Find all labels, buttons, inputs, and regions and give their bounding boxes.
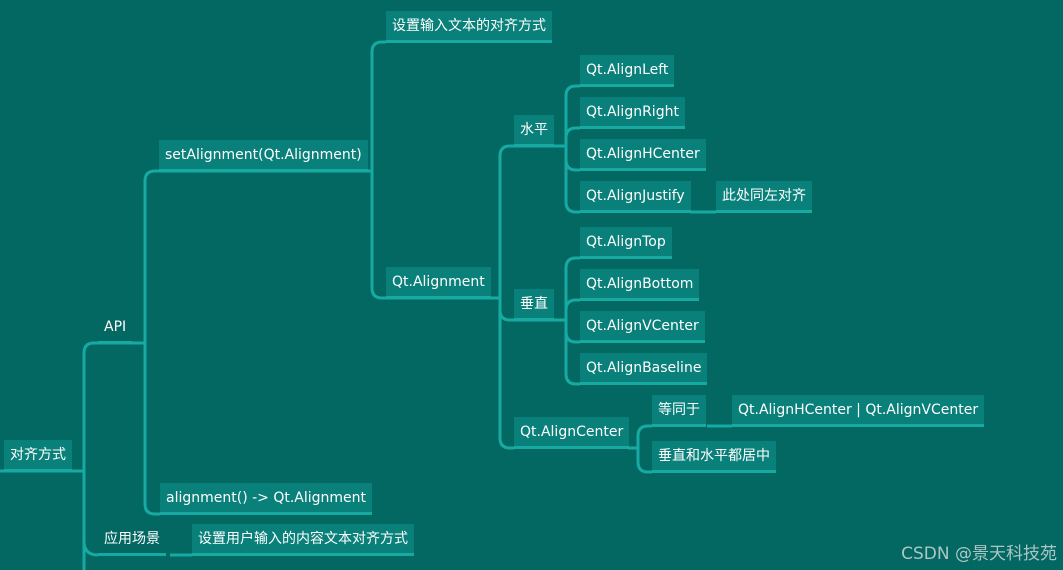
node-equals-value[interactable]: Qt.AlignHCenter | Qt.AlignVCenter xyxy=(732,395,985,427)
node-vertical[interactable]: 垂直 xyxy=(514,289,554,321)
node-align-vcenter[interactable]: Qt.AlignVCenter xyxy=(580,311,705,343)
node-align-top[interactable]: Qt.AlignTop xyxy=(580,227,672,259)
node-get-alignment[interactable]: alignment() -> Qt.Alignment xyxy=(160,483,373,515)
node-horizontal[interactable]: 水平 xyxy=(514,115,554,147)
node-set-desc[interactable]: 设置输入文本的对齐方式 xyxy=(386,11,552,43)
node-align-right[interactable]: Qt.AlignRight xyxy=(580,97,685,129)
node-align-bottom[interactable]: Qt.AlignBottom xyxy=(580,269,700,301)
node-equals[interactable]: 等同于 xyxy=(652,395,706,427)
node-align-left[interactable]: Qt.AlignLeft xyxy=(580,55,675,87)
node-qt-alignment[interactable]: Qt.Alignment xyxy=(386,267,491,299)
node-center-desc[interactable]: 垂直和水平都居中 xyxy=(652,441,776,473)
node-align-hcenter[interactable]: Qt.AlignHCenter xyxy=(580,139,706,171)
watermark: CSDN @景天科技苑 xyxy=(901,544,1057,564)
node-set-alignment[interactable]: setAlignment(Qt.Alignment) xyxy=(159,140,368,172)
node-align-center[interactable]: Qt.AlignCenter xyxy=(514,417,630,449)
node-align-baseline[interactable]: Qt.AlignBaseline xyxy=(580,353,708,385)
node-scenario-desc[interactable]: 设置用户输入的内容文本对齐方式 xyxy=(192,524,414,556)
node-align-justify[interactable]: Qt.AlignJustify xyxy=(580,181,691,213)
node-justify-note[interactable]: 此处同左对齐 xyxy=(716,181,812,213)
node-root[interactable]: 对齐方式 xyxy=(4,440,72,472)
node-scenario[interactable]: 应用场景 xyxy=(98,524,166,556)
node-api[interactable]: API xyxy=(98,312,133,344)
